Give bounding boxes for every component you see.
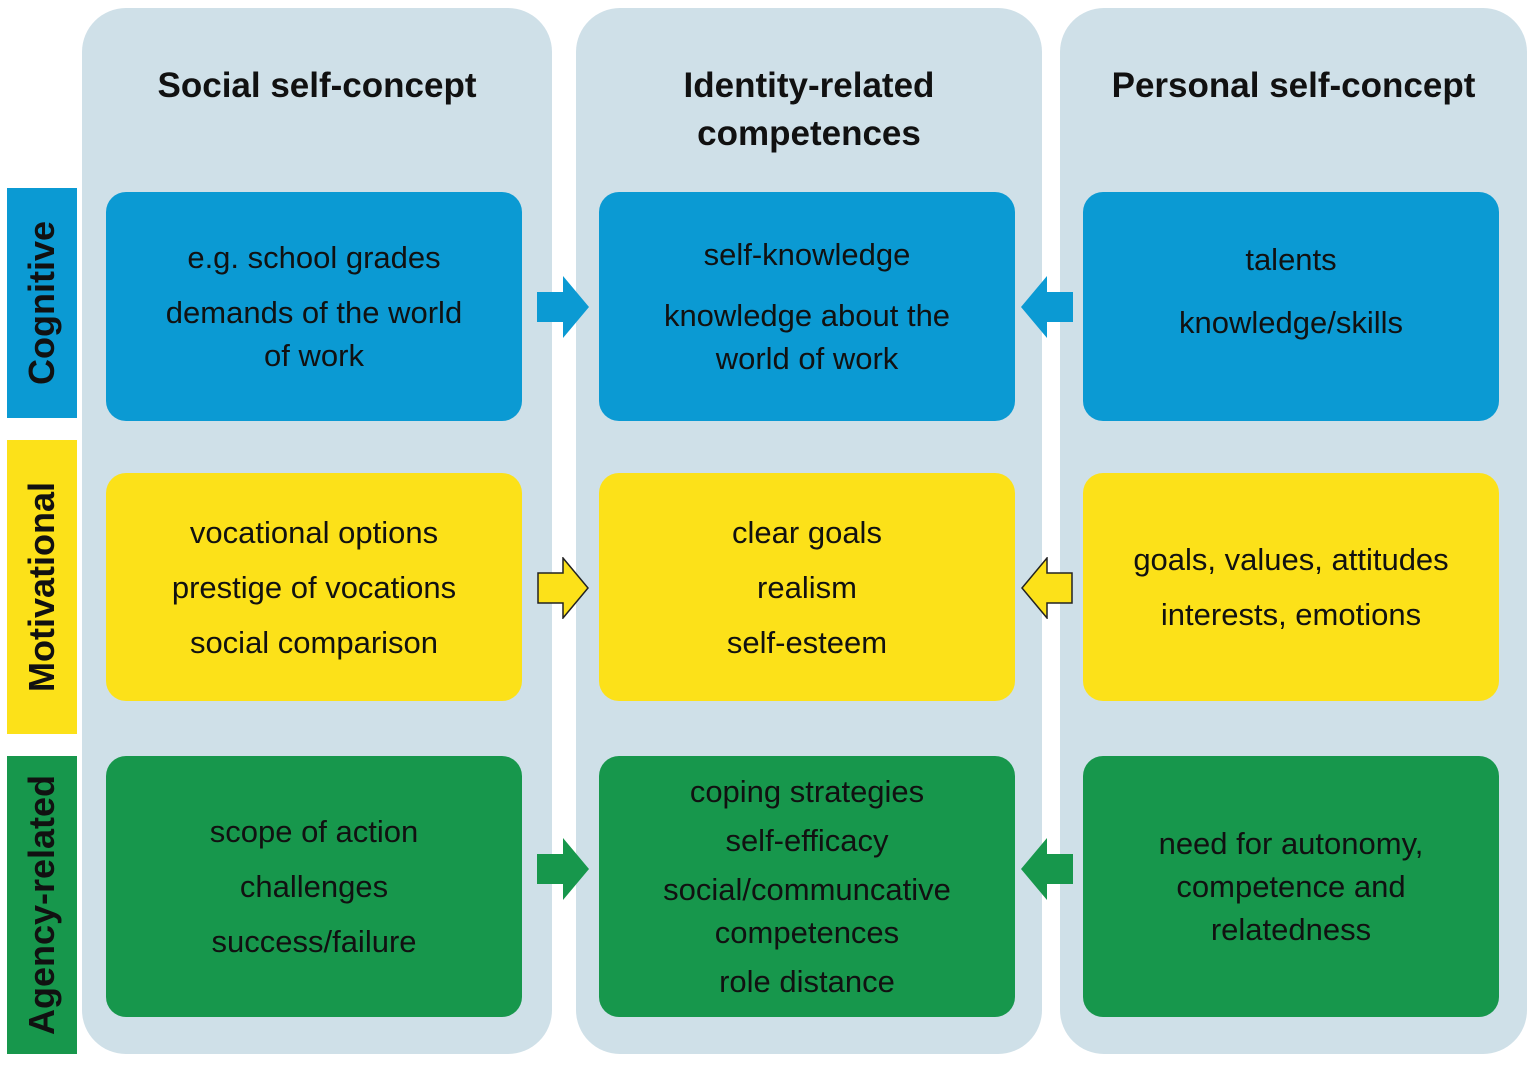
arrow-right-icon [537,557,589,619]
cell-cognitive-identity: self-knowledge knowledge about the world… [599,192,1015,421]
cell-cognitive-personal: talents knowledge/skills [1083,192,1499,421]
cell-motivational-identity: clear goals realism self-esteem [599,473,1015,701]
cell-agency-social: scope of action challenges success/failu… [106,756,522,1017]
arrow-left-icon [1021,557,1073,619]
arrow-right-icon [537,838,589,900]
column-title-personal: Personal self-concept [1111,66,1476,105]
cell-motivational-social: vocational options prestige of vocations… [106,473,522,701]
arrow-right-icon [537,276,589,338]
row-label-cognitive: Cognitive [7,188,77,418]
cell-agency-identity: coping strategies self-efficacy social/c… [599,756,1015,1017]
row-label-agency-related: Agency-related [7,756,77,1054]
column-title-social: Social self-concept [157,66,477,105]
cell-agency-personal: need for autonomy, competence and relate… [1083,756,1499,1017]
cell-motivational-personal: goals, values, attitudes interests, emot… [1083,473,1499,701]
arrow-left-icon [1021,838,1073,900]
cell-cognitive-social: e.g. school grades demands of the world … [106,192,522,421]
arrow-left-icon [1021,276,1073,338]
column-title-identity: Identity-related competences [683,66,935,153]
row-label-motivational: Motivational [7,440,77,734]
